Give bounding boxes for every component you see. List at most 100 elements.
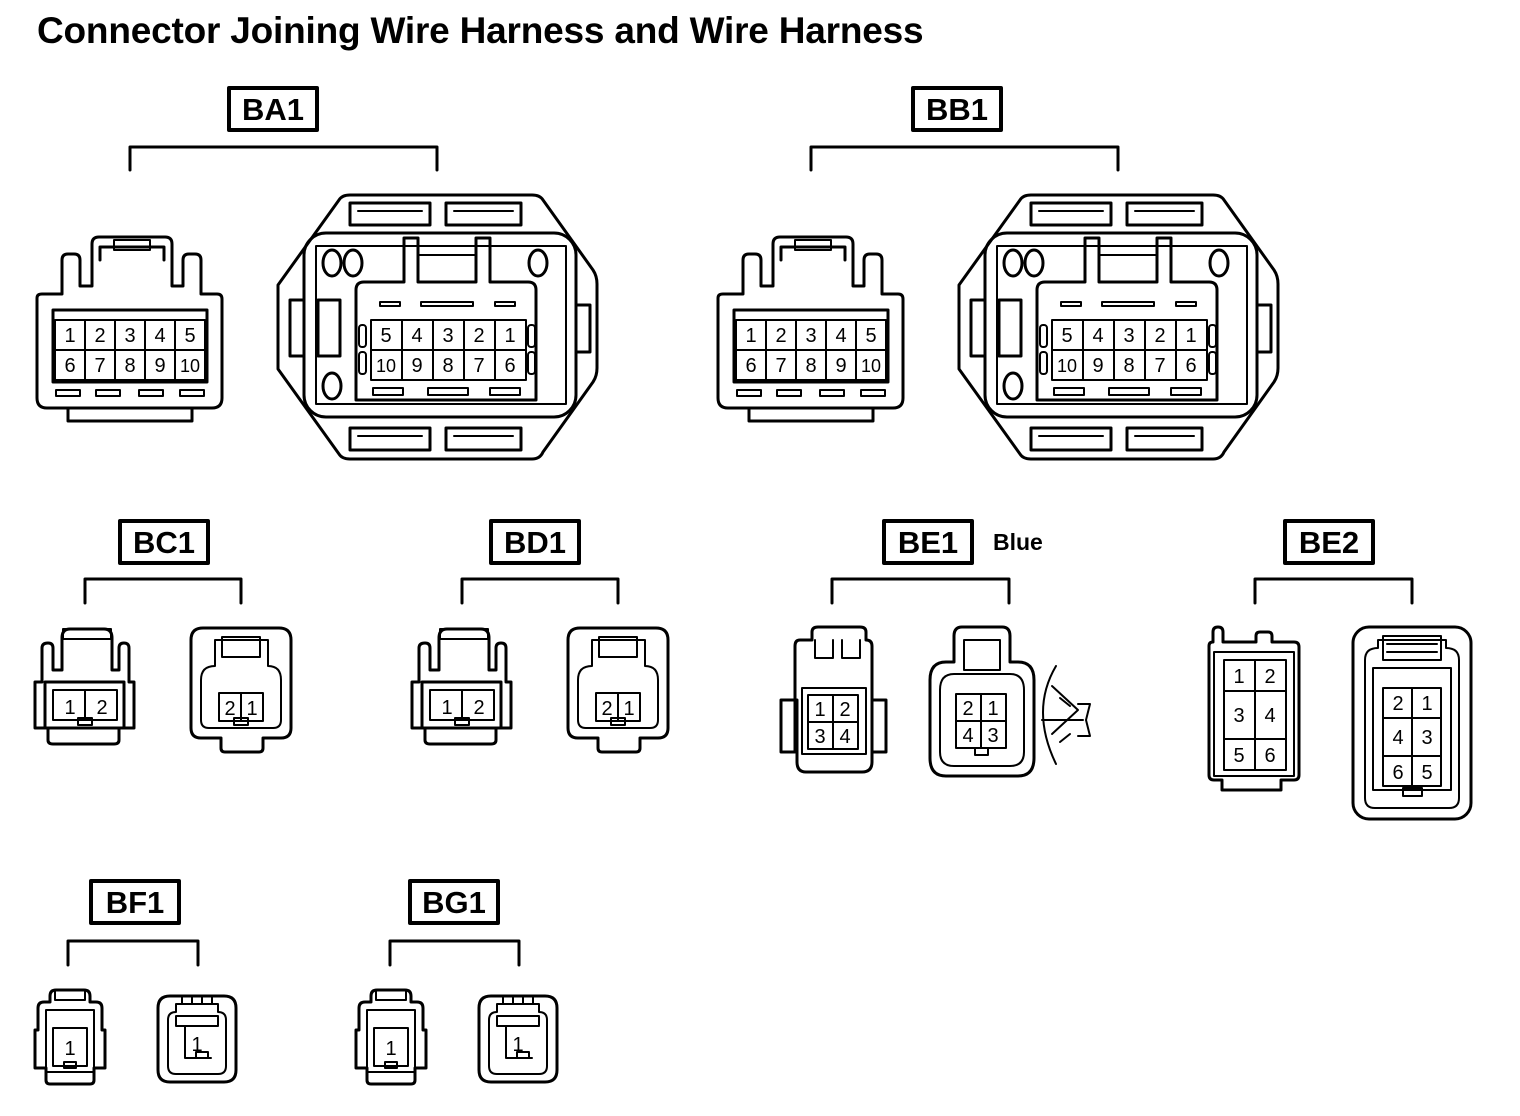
pin-number: 9 (154, 355, 165, 377)
lock-lever (1042, 665, 1057, 765)
connector-bracket (1253, 577, 1414, 605)
page-title: Connector Joining Wire Harness and Wire … (37, 10, 924, 51)
pin-number: 7 (473, 355, 484, 377)
male-connector: 1 (33, 988, 107, 1086)
pin-grid (1223, 659, 1287, 771)
pin-number: 1 (504, 325, 515, 347)
pin-number: 4 (411, 325, 422, 347)
connector-label-box (911, 86, 1003, 132)
male-connector: 1 2 (33, 627, 136, 746)
pin-number: 6 (745, 355, 756, 377)
connector-label-box (1283, 519, 1375, 565)
connector-bracket (809, 145, 1120, 172)
connector-bb1: BB1 1 2 3 4 5 6 7 8 (716, 86, 1280, 461)
male-connector: 1 2 3 4 5 6 7 8 9 10 (35, 235, 224, 423)
pin-number: 9 (1092, 355, 1103, 377)
connector-bracket (460, 577, 620, 605)
connector-bracket (388, 939, 521, 967)
connector-label: BG1 (422, 885, 486, 920)
pin-number: 1 (623, 698, 634, 720)
pin-number: 1 (64, 697, 75, 719)
female-connector: 2 1 4 3 6 5 (1351, 625, 1473, 821)
connector-label-box (89, 879, 181, 925)
connector-ba1: BA1 1 2 3 4 5 6 7 (35, 86, 599, 461)
pin-number: 1 (987, 698, 998, 720)
color-note: Blue (993, 529, 1043, 555)
connector-be2: BE2 1 2 3 4 5 6 (1207, 519, 1473, 821)
connector-label: BB1 (926, 92, 988, 127)
male-connector: 1 2 3 4 5 6 7 8 9 10 (716, 235, 905, 423)
connector-label: BD1 (504, 525, 566, 560)
connector-label-box (408, 879, 500, 925)
pin-number: 5 (1233, 745, 1244, 767)
pin-number: 1 (64, 325, 75, 347)
pin-number: 3 (987, 725, 998, 747)
pin-number: 6 (1392, 762, 1403, 784)
pin-number: 1 (441, 697, 452, 719)
pin-number: 4 (839, 726, 850, 748)
pin-number: 4 (1264, 705, 1275, 727)
connector-label: BF1 (106, 885, 165, 920)
pin-number: 2 (94, 325, 105, 347)
pin-grid (1382, 687, 1442, 787)
pin-number: 2 (473, 697, 484, 719)
pin-number: 3 (814, 726, 825, 748)
pin-number: 4 (1392, 727, 1403, 749)
pin-number: 9 (835, 355, 846, 377)
pin-number: 7 (94, 355, 105, 377)
pin-number: 2 (1154, 325, 1165, 347)
pin-number: 3 (124, 325, 135, 347)
female-connector: 2 1 (189, 626, 293, 754)
pin-number: 1 (512, 1034, 523, 1056)
pin-number: 4 (835, 325, 846, 347)
pin-number: 2 (1264, 666, 1275, 688)
connector-label: BC1 (133, 525, 195, 560)
female-connector: 2 1 4 3 (928, 625, 1091, 778)
pin-number: 8 (124, 355, 135, 377)
pin-number: 3 (1233, 705, 1244, 727)
connector-label-box (489, 519, 581, 565)
connector-label: BE1 (898, 525, 958, 560)
pin-number: 4 (154, 325, 165, 347)
pin-number: 1 (814, 699, 825, 721)
female-connector: 1 (477, 994, 559, 1084)
pin-number: 8 (1123, 355, 1134, 377)
pin-number: 1 (1421, 693, 1432, 715)
pin-number: 2 (601, 698, 612, 720)
pin-number: 7 (775, 355, 786, 377)
pin-grid (1051, 319, 1208, 381)
pin-number: 2 (96, 697, 107, 719)
male-connector: 1 2 3 4 (779, 625, 888, 774)
pin-number: 1 (1233, 666, 1244, 688)
pin-number: 2 (473, 325, 484, 347)
pin-number: 2 (839, 699, 850, 721)
pin-number: 6 (1264, 745, 1275, 767)
pin-number: 1 (64, 1038, 75, 1060)
pin-number: 4 (962, 725, 973, 747)
pin-number: 5 (380, 325, 391, 347)
pin-number: 1 (385, 1038, 396, 1060)
female-connector: 2 1 (566, 626, 670, 754)
pin-number: 10 (180, 356, 200, 376)
pin-number: 3 (1123, 325, 1134, 347)
female-connector: 1 (156, 994, 238, 1084)
connector-bracket (66, 939, 200, 967)
connector-label: BE2 (1299, 525, 1359, 560)
pin-number: 5 (865, 325, 876, 347)
connector-bg1: BG1 1 1 (354, 879, 559, 1086)
connector-bf1: BF1 1 1 (33, 879, 238, 1086)
pin-number: 5 (1421, 762, 1432, 784)
pin-number: 1 (246, 698, 257, 720)
pin-number: 5 (184, 325, 195, 347)
pin-number: 10 (861, 356, 881, 376)
connector-bc1: BC1 1 2 2 1 (33, 519, 293, 754)
pin-number: 6 (504, 355, 515, 377)
pin-grid (54, 319, 206, 381)
pin-grid (955, 693, 1007, 749)
female-connector: 5 4 3 2 1 10 9 8 7 6 (276, 193, 599, 461)
pin-number: 5 (1061, 325, 1072, 347)
pin-grid (370, 319, 527, 381)
pin-number: 2 (962, 698, 973, 720)
pin-number: 2 (1392, 693, 1403, 715)
